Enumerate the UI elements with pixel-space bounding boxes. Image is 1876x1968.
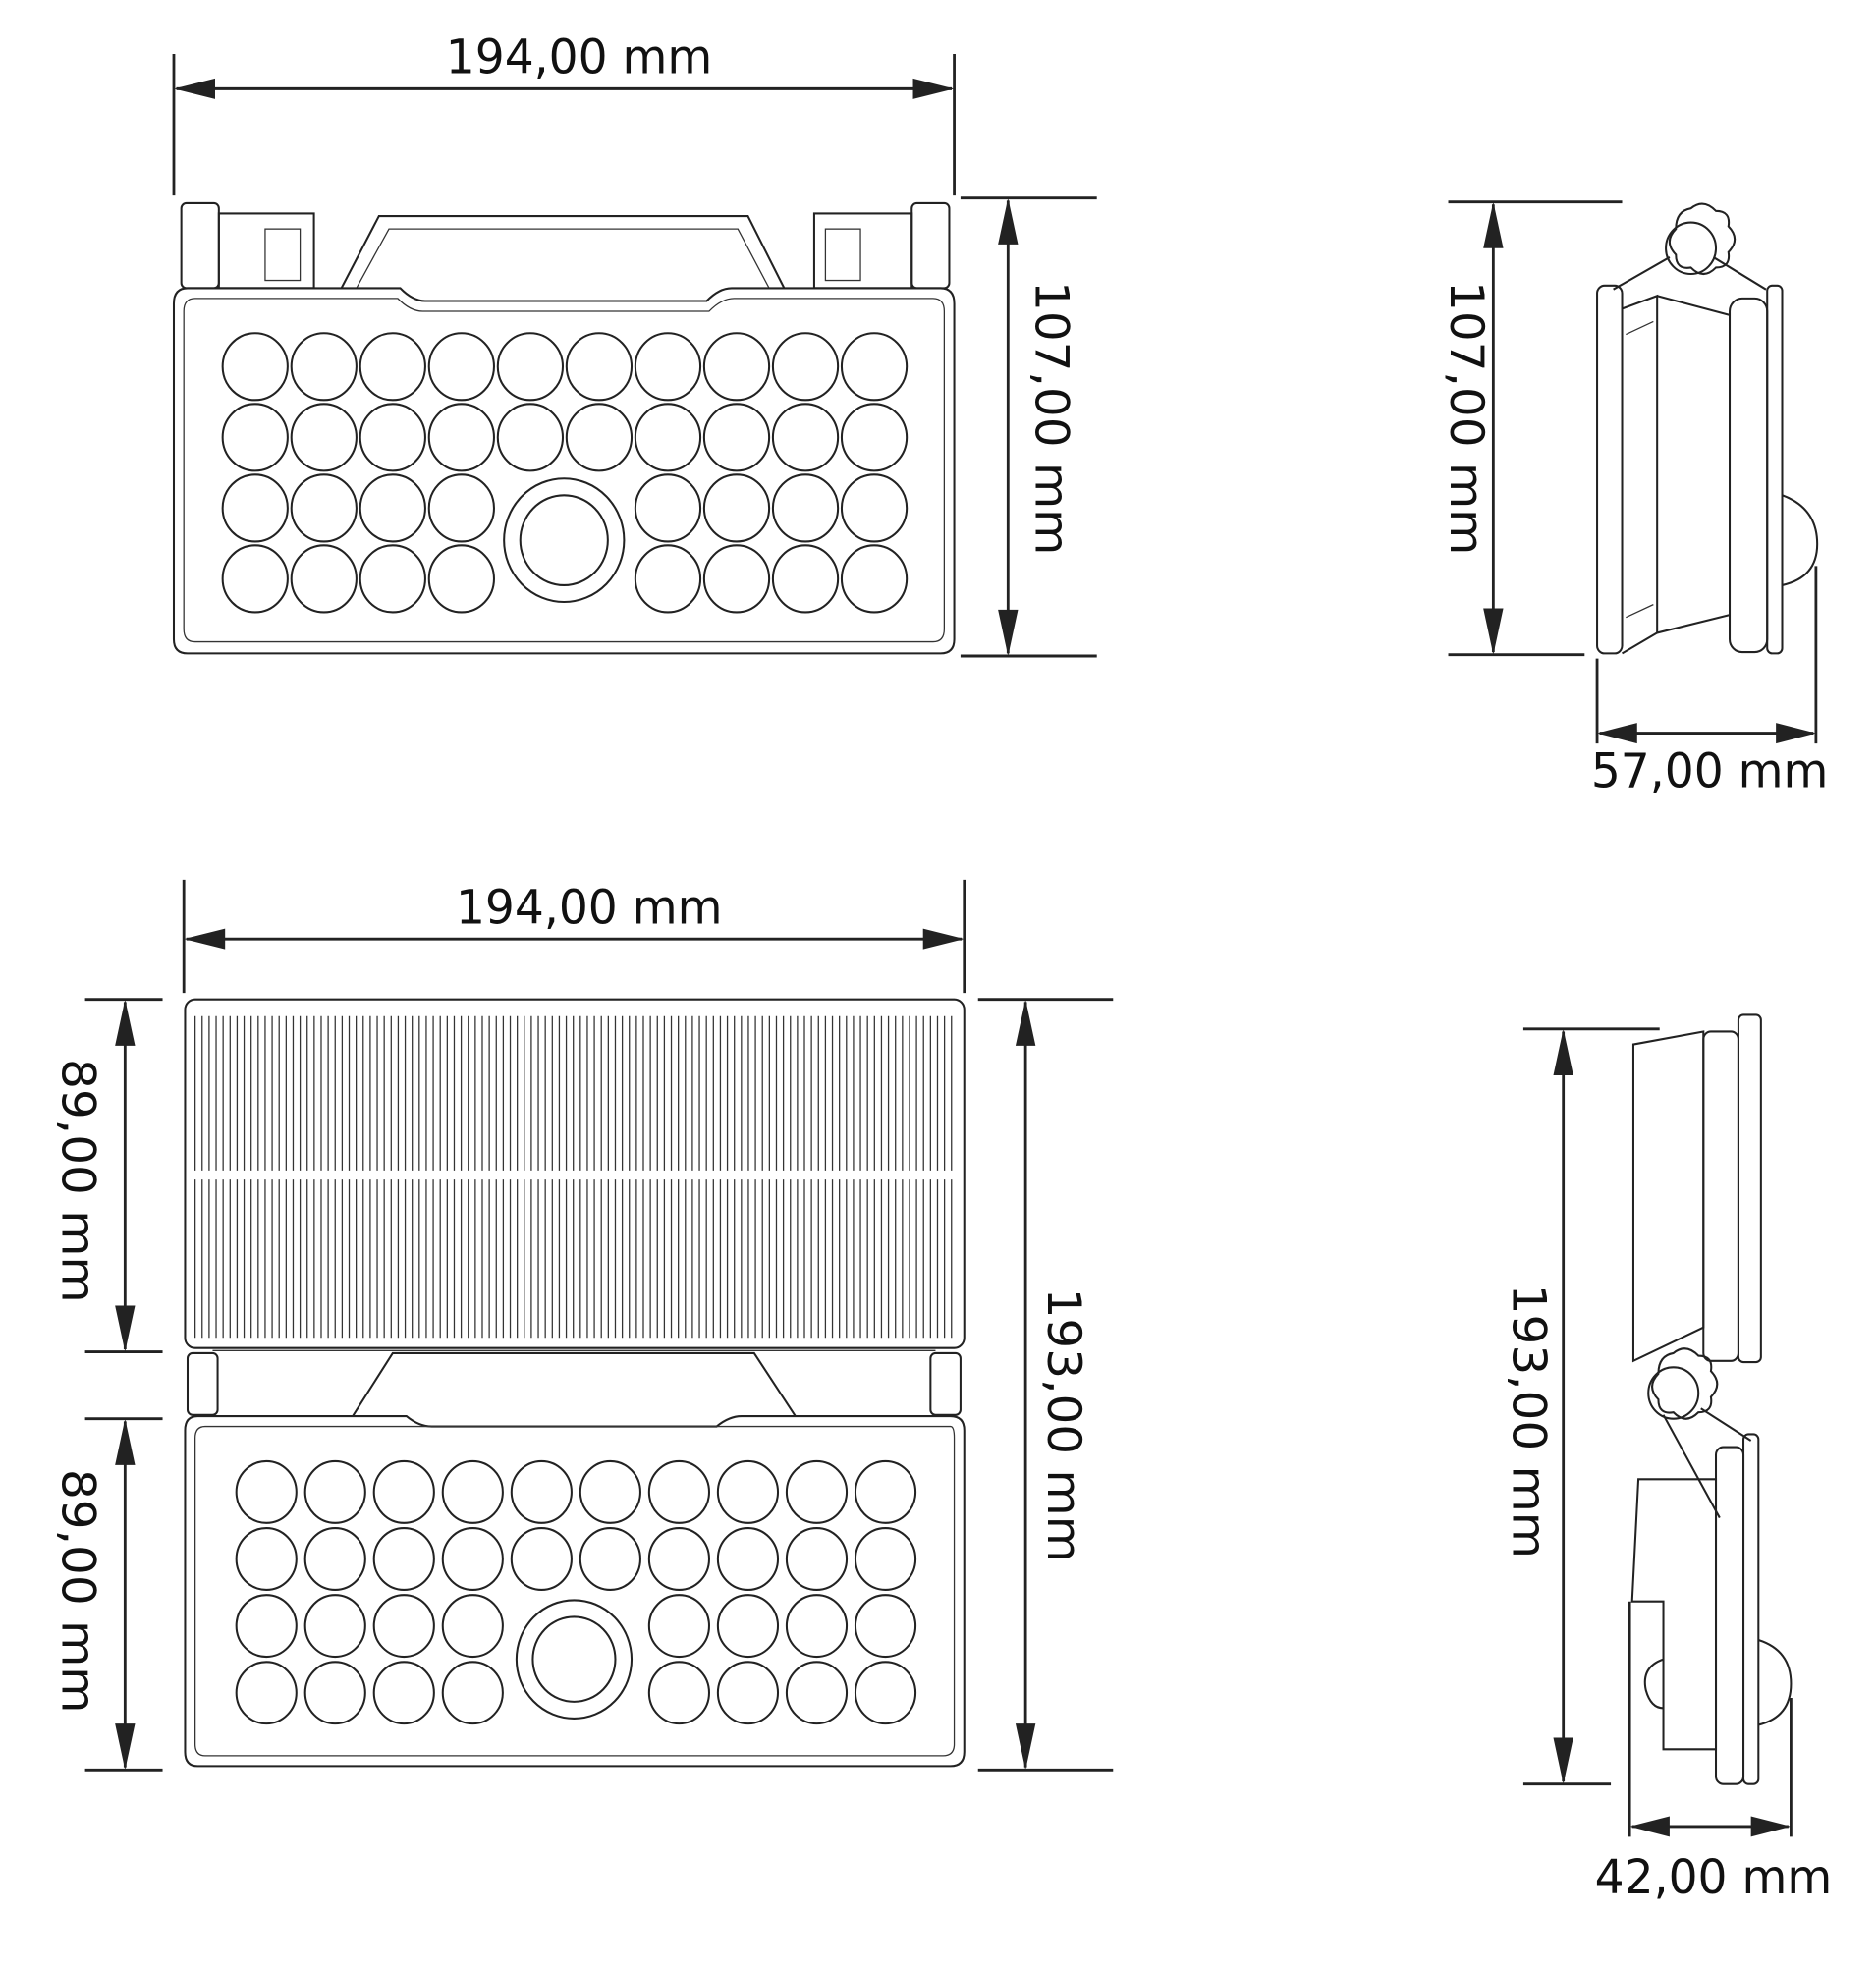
led-icon [290, 544, 358, 614]
led-icon [303, 1661, 366, 1725]
led-icon [510, 1459, 573, 1524]
led-icon [290, 403, 358, 472]
open-front-view: 194,00 mm 89,00 mm 89,00 mm 193,00 mm [51, 879, 1114, 1772]
solar-height-label: 89,00 mm [51, 1059, 104, 1303]
led-icon [785, 1459, 849, 1524]
led-icon [441, 1661, 504, 1725]
led-icon [716, 1594, 780, 1659]
led-icon [221, 544, 289, 614]
led-icon [290, 473, 358, 543]
led-icon [510, 1526, 573, 1591]
led-icon [854, 1459, 917, 1524]
led-icon [785, 1661, 849, 1725]
led-icon [854, 1526, 917, 1591]
led-icon [565, 403, 634, 472]
led-icon [303, 1526, 366, 1591]
led-icon [634, 544, 702, 614]
front-width-label: 194,00 mm [446, 30, 713, 85]
led-icon [427, 332, 495, 402]
led-icon [634, 473, 702, 543]
solar-panel [184, 998, 966, 1349]
led-icon [647, 1459, 710, 1524]
led-icon [702, 473, 771, 543]
led-icon [840, 332, 909, 402]
led-icon [372, 1594, 435, 1659]
led-icon [372, 1526, 435, 1591]
led-icon [634, 332, 702, 402]
led-array [221, 332, 909, 614]
led-icon [359, 403, 426, 472]
led-icon [221, 403, 289, 472]
led-icon [634, 403, 702, 472]
led-icon [235, 1459, 298, 1524]
led-icon [496, 332, 565, 402]
led-icon [427, 403, 495, 472]
led-icon [372, 1661, 435, 1725]
led-icon [235, 1661, 298, 1725]
open-side-height-label: 193,00 mm [1502, 1285, 1555, 1558]
led-array [235, 1459, 917, 1725]
led-icon [716, 1526, 780, 1591]
led-icon [235, 1526, 298, 1591]
led-icon [854, 1594, 917, 1659]
led-icon [771, 544, 840, 614]
open-side-depth-label: 42,00 mm [1595, 1850, 1833, 1905]
led-icon [359, 544, 426, 614]
open-side-view: 193,00 mm 42,00 mm [1502, 1013, 1833, 1905]
adjustment-knob-icon [1668, 202, 1737, 276]
side-depth-label: 57,00 mm [1591, 744, 1829, 799]
led-icon [221, 332, 289, 402]
led-icon [303, 1594, 366, 1659]
led-icon [785, 1526, 849, 1591]
led-icon [771, 332, 840, 402]
lamp-height-label: 89,00 mm [51, 1469, 104, 1714]
led-icon [441, 1594, 504, 1659]
motion-sensor-icon [503, 477, 626, 604]
led-icon [565, 332, 634, 402]
led-icon [221, 473, 289, 543]
front-height-label: 107,00 mm [1023, 281, 1076, 555]
led-icon [702, 403, 771, 472]
led-icon [290, 332, 358, 402]
led-icon [579, 1526, 641, 1591]
led-icon [427, 473, 495, 543]
side-height-label: 107,00 mm [1439, 281, 1492, 555]
led-icon [716, 1661, 780, 1725]
led-icon [771, 473, 840, 543]
front-view: 194,00 mm 107,00 mm [172, 30, 1097, 658]
led-icon [647, 1526, 710, 1591]
led-icon [441, 1526, 504, 1591]
led-icon [303, 1459, 366, 1524]
led-icon [235, 1594, 298, 1659]
led-icon [716, 1459, 780, 1524]
led-icon [372, 1459, 435, 1524]
led-icon [854, 1661, 917, 1725]
open-width-label: 194,00 mm [456, 881, 723, 936]
led-icon [647, 1594, 710, 1659]
led-icon [427, 544, 495, 614]
led-icon [441, 1459, 504, 1524]
led-icon [840, 473, 909, 543]
led-icon [647, 1661, 710, 1725]
led-icon [840, 544, 909, 614]
led-icon [771, 403, 840, 472]
solar-cells [194, 1015, 953, 1339]
led-icon [702, 332, 771, 402]
motion-sensor-icon [515, 1599, 634, 1720]
open-total-height-label: 193,00 mm [1036, 1288, 1089, 1562]
led-icon [496, 403, 565, 472]
adjustment-knob-icon [1651, 1347, 1719, 1420]
side-view: 107,00 mm 57,00 mm [1439, 200, 1829, 799]
led-icon [579, 1459, 641, 1524]
led-icon [785, 1594, 849, 1659]
led-icon [359, 332, 426, 402]
led-icon [702, 544, 771, 614]
led-icon [359, 473, 426, 543]
led-icon [840, 403, 909, 472]
